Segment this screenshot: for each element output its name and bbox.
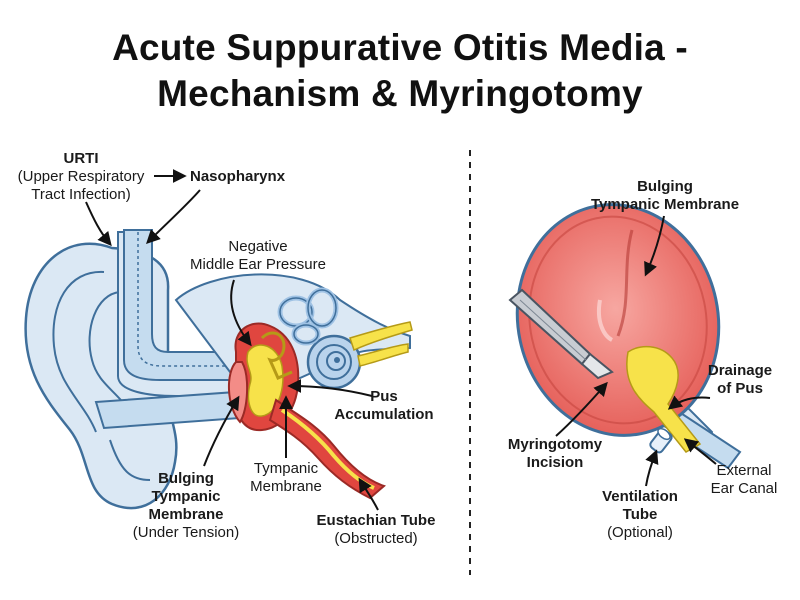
- arrow-nasopharynx-down: [146, 189, 201, 244]
- label-tympanic-membrane: Tympanic Membrane: [250, 460, 322, 495]
- ear-anatomy-illustration: [24, 229, 413, 510]
- arrow-canal: [683, 438, 717, 465]
- label-eustachian-tube: Eustachian Tube (Obstructed): [316, 512, 436, 547]
- arrow-urti-down: [85, 201, 112, 247]
- scalpel-icon: [508, 288, 614, 380]
- label-drainage-of-pus: Drainage of Pus: [707, 362, 773, 397]
- page-title-line1: Acute Suppurative Otitis Media -: [112, 27, 688, 68]
- arrow-pus-accumulation: [287, 379, 373, 397]
- label-ventilation-tube: Ventilation Tube (Optional): [602, 488, 678, 541]
- arrow-bulging-tm-left: [203, 395, 240, 467]
- page-title-line2: Mechanism & Myringotomy: [157, 73, 643, 114]
- arrow-vent-tube: [645, 449, 659, 487]
- label-bulging-tympanic-membrane-right: Bulging Tympanic Membrane: [590, 178, 740, 213]
- arrow-incision: [555, 381, 608, 437]
- arrow-bulging-tm-right: [644, 215, 665, 277]
- arrow-negative-pressure: [230, 279, 252, 347]
- label-external-ear-canal: External Ear Canal: [710, 462, 778, 497]
- arrow-drainage: [667, 395, 711, 410]
- pus-drainage: [626, 345, 702, 453]
- label-bulging-tympanic-membrane-left: Bulging Tympanic Membrane (Under Tension…: [132, 470, 240, 541]
- label-urti: URTI (Upper Respiratory Tract Infection): [17, 150, 145, 203]
- label-pus-accumulation: Pus Accumulation: [334, 388, 434, 423]
- ossicles: [260, 331, 293, 380]
- label-nasopharynx: Nasopharynx: [190, 168, 286, 185]
- label-myringotomy-incision: Myringotomy Incision: [507, 436, 603, 471]
- arrow-eustachian-tube: [358, 477, 379, 511]
- ventilation-tube-icon: [649, 427, 673, 454]
- auditory-nerve: [349, 321, 413, 352]
- label-negative-pressure: Negative Middle Ear Pressure: [190, 238, 326, 273]
- myringotomy-illustration: [508, 203, 742, 470]
- semicircular-canals: [277, 287, 339, 346]
